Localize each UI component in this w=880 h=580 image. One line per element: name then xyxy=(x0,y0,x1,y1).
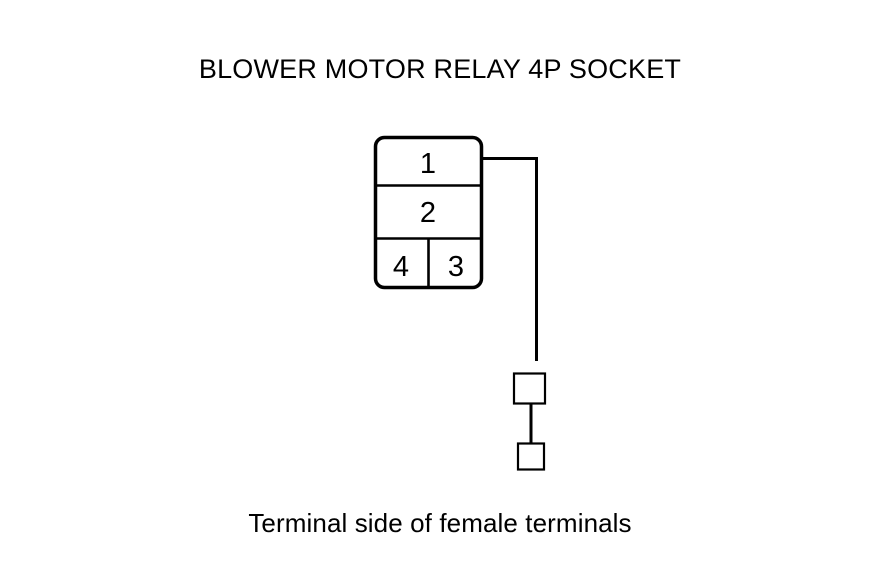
pin-label-1: 1 xyxy=(420,148,436,180)
wire-from-pin-1 xyxy=(481,157,538,361)
pin-label-4: 4 xyxy=(393,251,409,283)
terminal-rect-small xyxy=(516,442,546,471)
terminal-rect-large xyxy=(512,372,547,405)
pin-label-2: 2 xyxy=(420,197,436,229)
page-title: BLOWER MOTOR RELAY 4P SOCKET xyxy=(198,54,682,84)
diagram-caption: Terminal side of female terminals xyxy=(248,508,632,538)
pin-label-3: 3 xyxy=(448,251,464,283)
